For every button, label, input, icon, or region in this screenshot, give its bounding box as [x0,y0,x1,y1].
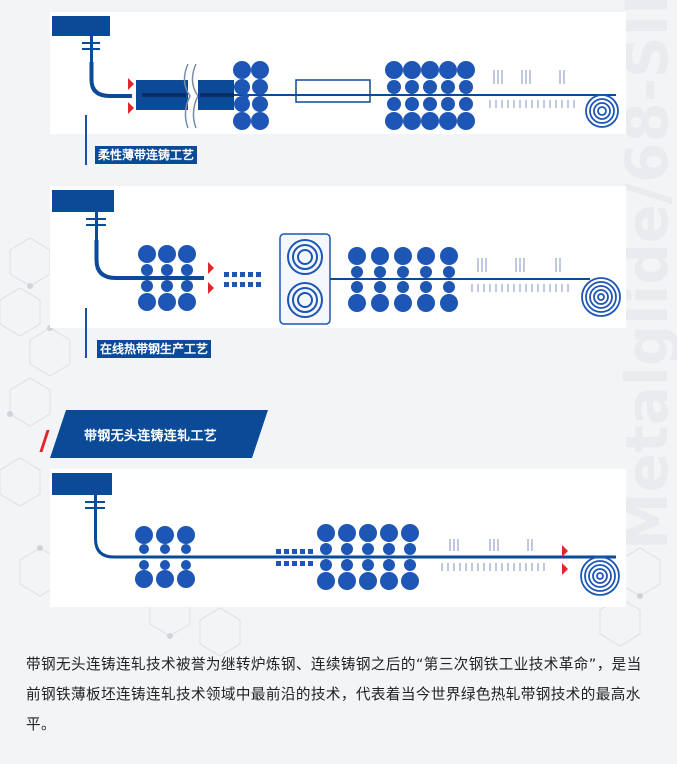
roll-stand [233,61,269,130]
caster-rolls [135,526,195,588]
process-marker-line-1 [85,115,87,165]
coil-box [279,233,331,325]
ladle-icon [52,473,112,495]
ladle-icon [52,16,110,36]
finishing-mill [317,524,419,590]
process-marker-line-2 [85,308,87,358]
section-banner: 带钢无头连铸连轧工艺 [50,410,268,458]
finishing-mill [348,247,458,312]
inline-hot-strip-diagram [52,190,621,325]
process-label-2: 在线热带钢生产工艺 [97,340,212,358]
ladle-icon [52,190,114,212]
process-label-1: 柔性薄带连铸工艺 [95,146,198,164]
furnace [295,79,371,103]
description-paragraph: 带钢无头连铸连轧技术被誉为继转炉炼钢、连续铸钢之后的“第三次钢铁工业技术革命”，… [26,656,642,733]
caster-rolls [138,245,196,311]
coiler-icon [585,94,619,128]
finishing-mill [385,61,475,130]
banner-title: 带钢无头连铸连轧工艺 [84,429,218,444]
coiler-icon [580,556,620,596]
endless-casting-rolling-diagram [52,473,620,596]
coiler-icon [581,277,621,317]
thin-strip-casting-diagram [52,16,619,130]
